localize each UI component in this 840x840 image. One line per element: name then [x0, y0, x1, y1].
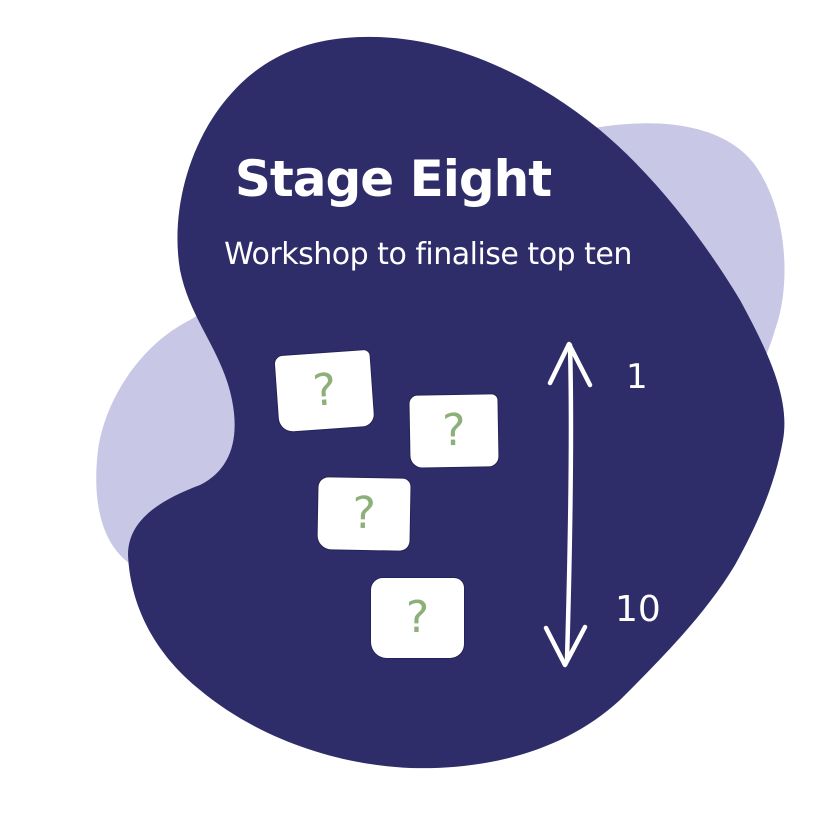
- page-subtitle: Workshop to finalise top ten: [224, 237, 632, 272]
- idea-card: ?: [317, 477, 411, 551]
- question-mark-icon: ?: [405, 592, 430, 643]
- idea-card: ?: [409, 394, 499, 468]
- question-mark-icon: ?: [441, 404, 467, 457]
- rank-bottom-label: 10: [615, 589, 661, 630]
- question-mark-icon: ?: [311, 364, 338, 417]
- question-mark-icon: ?: [351, 487, 377, 540]
- idea-card: ?: [371, 578, 464, 658]
- page-title: Stage Eight: [234, 150, 552, 208]
- rank-top-label: 1: [626, 357, 648, 397]
- idea-card: ?: [274, 349, 375, 433]
